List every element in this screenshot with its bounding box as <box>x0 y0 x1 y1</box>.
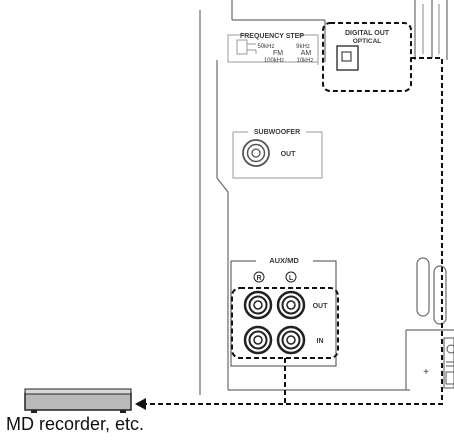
am-label: AM <box>301 50 312 57</box>
aux-out-label: OUT <box>313 303 329 310</box>
fm-label: FM <box>273 50 283 57</box>
svg-text:L: L <box>289 275 294 282</box>
device-caption: MD recorder, etc. <box>6 414 145 434</box>
aux-out-right-jack <box>243 290 273 320</box>
optical-jack <box>336 45 359 71</box>
frequency-step-box <box>227 34 319 65</box>
aux-in-label: IN <box>317 338 324 345</box>
aux-in-right-jack <box>243 325 273 355</box>
right-edge-fins <box>422 4 440 54</box>
aux-out-left-jack <box>276 290 306 320</box>
fm-step-100khz: 100kHz <box>264 58 284 64</box>
frequency-step-title: FREQUENCY STEP <box>240 33 304 40</box>
am-step-9khz: 9kHz <box>296 44 310 50</box>
arrow-head-icon <box>135 398 146 410</box>
digital-out-highlight <box>322 22 412 92</box>
frequency-step-switch <box>236 39 248 55</box>
right-channel-symbol: R <box>253 271 265 283</box>
plus-sign: + <box>423 367 429 378</box>
aux-md-highlight <box>231 287 339 359</box>
svg-text:R: R <box>256 275 261 282</box>
speaker-terminal <box>443 337 454 389</box>
md-recorder-device <box>24 388 132 413</box>
subwoofer-out-label: OUT <box>281 151 297 158</box>
optical-label: OPTICAL <box>353 38 382 45</box>
left-channel-symbol: L <box>285 271 297 283</box>
digital-out-title: DIGITAL OUT <box>345 30 390 37</box>
subwoofer-jack <box>242 139 270 167</box>
optical-cable-line <box>143 57 443 405</box>
subwoofer-title: SUBWOOFER <box>254 129 300 136</box>
aux-in-left-jack <box>276 325 306 355</box>
aux-md-title: AUX/MD <box>269 256 299 265</box>
subwoofer-box <box>232 131 323 179</box>
am-step-10khz: 10kHz <box>296 58 313 64</box>
fm-step-50khz: 50kHz <box>257 44 274 50</box>
chassis-outline <box>199 0 454 395</box>
